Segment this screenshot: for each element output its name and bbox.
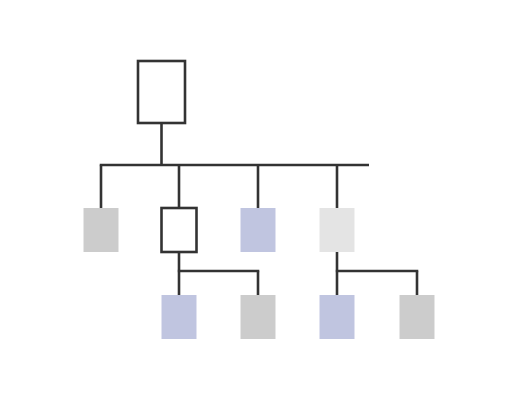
tree-connectors: [99, 123, 419, 295]
tree-nodes: [83, 59, 435, 339]
tree-node-child-2: [160, 206, 198, 254]
tree-node-child-4: [319, 208, 355, 252]
tree-node-child-3: [240, 208, 276, 252]
tree-node-child-1: [83, 208, 119, 252]
tree-node-root: [136, 59, 187, 125]
tree-node-grandchild-2-2: [240, 295, 276, 339]
tree-node-grandchild-2-1: [161, 295, 197, 339]
tree-node-grandchild-4-2: [399, 295, 435, 339]
tree-node-grandchild-4-1: [319, 295, 355, 339]
